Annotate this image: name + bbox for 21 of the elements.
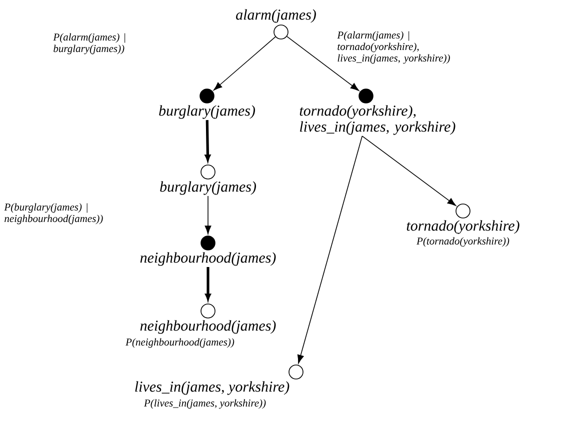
- node-label: alarm(james): [236, 9, 316, 23]
- arrow: [214, 36, 276, 90]
- arrow: [297, 136, 363, 364]
- probability-label: P(burglary(james) | neighbourhood(james)): [4, 203, 103, 224]
- node-label: neighbourhood(james): [140, 252, 276, 266]
- probability-label: P(tornado(yorkshire)): [416, 237, 510, 247]
- node-label: burglary(james): [160, 181, 256, 195]
- arrow: [362, 136, 456, 206]
- probability-label: P(alarm(james) | tornado(yorkshire), lives_in(james, yorkshire)): [337, 31, 450, 64]
- arrow: [204, 120, 211, 162]
- node-label: burglary(james): [159, 105, 255, 119]
- arrow: [286, 36, 360, 91]
- node-label: tornado(yorkshire): [406, 220, 520, 234]
- probability-label: P(alarm(james) | burglary(james)): [53, 33, 126, 54]
- probability-label: P(lives_in(james, yorkshire)): [144, 399, 266, 409]
- node-label: tornado(yorkshire), lives_in(james, yorkshire): [300, 105, 456, 135]
- probability-label: P(neighbourhood(james)): [126, 338, 234, 348]
- node-label: neighbourhood(james): [140, 320, 276, 334]
- node-label: lives_in(james, yorkshire): [135, 381, 290, 395]
- arrow: [205, 267, 211, 300]
- arrow: [204, 196, 212, 234]
